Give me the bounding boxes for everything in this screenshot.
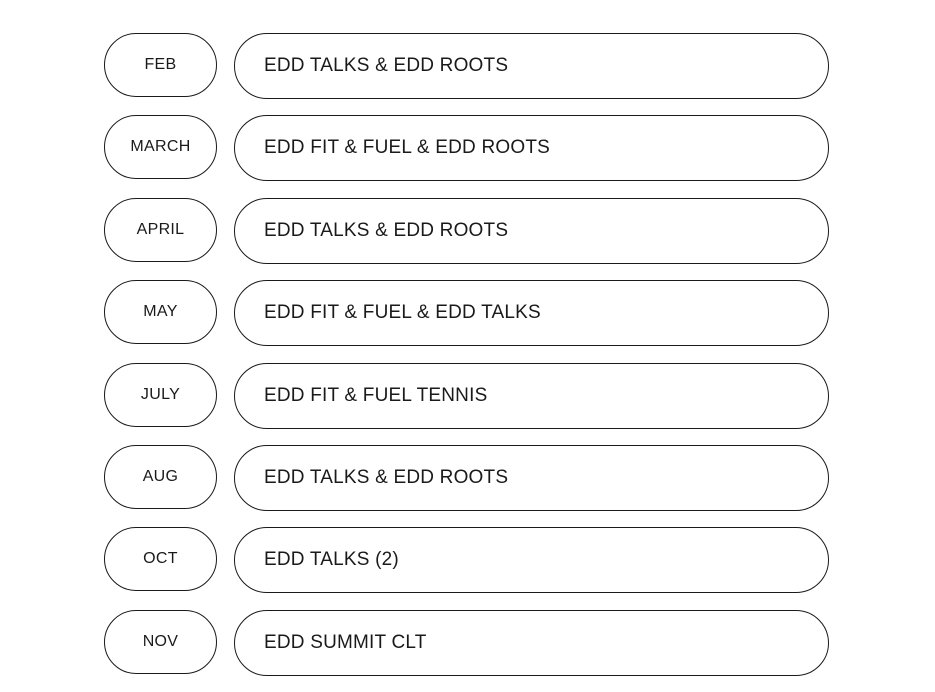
schedule-row: OCT EDD TALKS (2) — [104, 527, 831, 594]
event-label: EDD SUMMIT CLT — [234, 609, 829, 676]
event-label: EDD FIT & FUEL & EDD ROOTS — [234, 115, 829, 182]
schedule-row: JULY EDD FIT & FUEL TENNIS — [104, 362, 831, 429]
event-label: EDD TALKS (2) — [234, 527, 829, 594]
event-label: EDD FIT & FUEL TENNIS — [234, 362, 829, 429]
event-schedule: FEB EDD TALKS & EDD ROOTS MARCH EDD FIT … — [104, 33, 831, 692]
month-label: JULY — [104, 362, 217, 427]
schedule-row: MAY EDD FIT & FUEL & EDD TALKS — [104, 280, 831, 347]
month-label: OCT — [104, 527, 217, 592]
month-label: MARCH — [104, 115, 217, 180]
schedule-row: MARCH EDD FIT & FUEL & EDD ROOTS — [104, 115, 831, 182]
event-label: EDD TALKS & EDD ROOTS — [234, 197, 829, 264]
event-label: EDD FIT & FUEL & EDD TALKS — [234, 280, 829, 347]
month-label: NOV — [104, 609, 217, 674]
month-label: APRIL — [104, 197, 217, 262]
schedule-row: NOV EDD SUMMIT CLT — [104, 609, 831, 676]
month-label: MAY — [104, 280, 217, 345]
schedule-row: AUG EDD TALKS & EDD ROOTS — [104, 444, 831, 511]
schedule-row: APRIL EDD TALKS & EDD ROOTS — [104, 197, 831, 264]
month-label: AUG — [104, 444, 217, 509]
month-label: FEB — [104, 33, 217, 97]
event-label: EDD TALKS & EDD ROOTS — [234, 444, 829, 511]
schedule-row: FEB EDD TALKS & EDD ROOTS — [104, 33, 831, 99]
event-label: EDD TALKS & EDD ROOTS — [234, 33, 829, 99]
